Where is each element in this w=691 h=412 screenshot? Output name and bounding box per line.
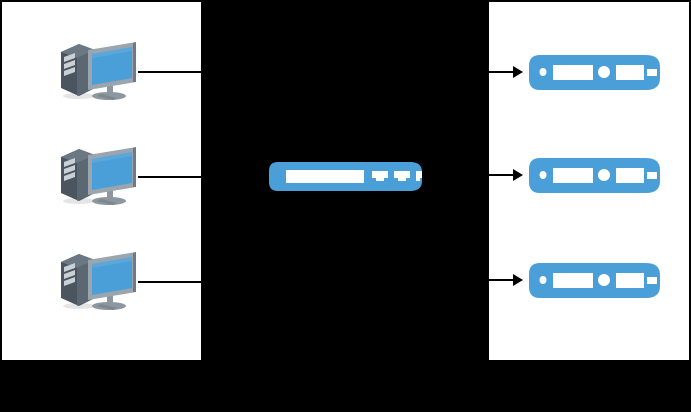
desktop-computer-icon [61, 147, 136, 205]
network-switch-icon [269, 162, 422, 191]
arrow-head-server-1 [513, 66, 523, 78]
connection-line-server-1 [489, 71, 513, 73]
client-node-3[interactable] [55, 248, 143, 317]
connection-line-server-3 [489, 279, 513, 281]
server-node-1[interactable] [528, 54, 662, 97]
desktop-computer-icon [61, 42, 136, 100]
arrow-head-server-2 [513, 169, 523, 181]
desktop-computer-icon [61, 252, 136, 310]
network-switch-node[interactable] [268, 161, 424, 198]
rack-server-icon [529, 263, 660, 298]
client-node-2[interactable] [55, 143, 143, 212]
rack-server-icon [529, 55, 660, 90]
connection-line-server-2 [489, 174, 513, 176]
arrow-head-server-3 [513, 274, 523, 286]
connection-line-client-2 [138, 176, 201, 178]
rack-server-icon [529, 158, 660, 193]
server-node-3[interactable] [528, 262, 662, 305]
connection-line-client-1 [138, 71, 201, 73]
client-node-1[interactable] [55, 38, 143, 107]
connection-line-client-3 [138, 281, 201, 283]
server-node-2[interactable] [528, 157, 662, 200]
